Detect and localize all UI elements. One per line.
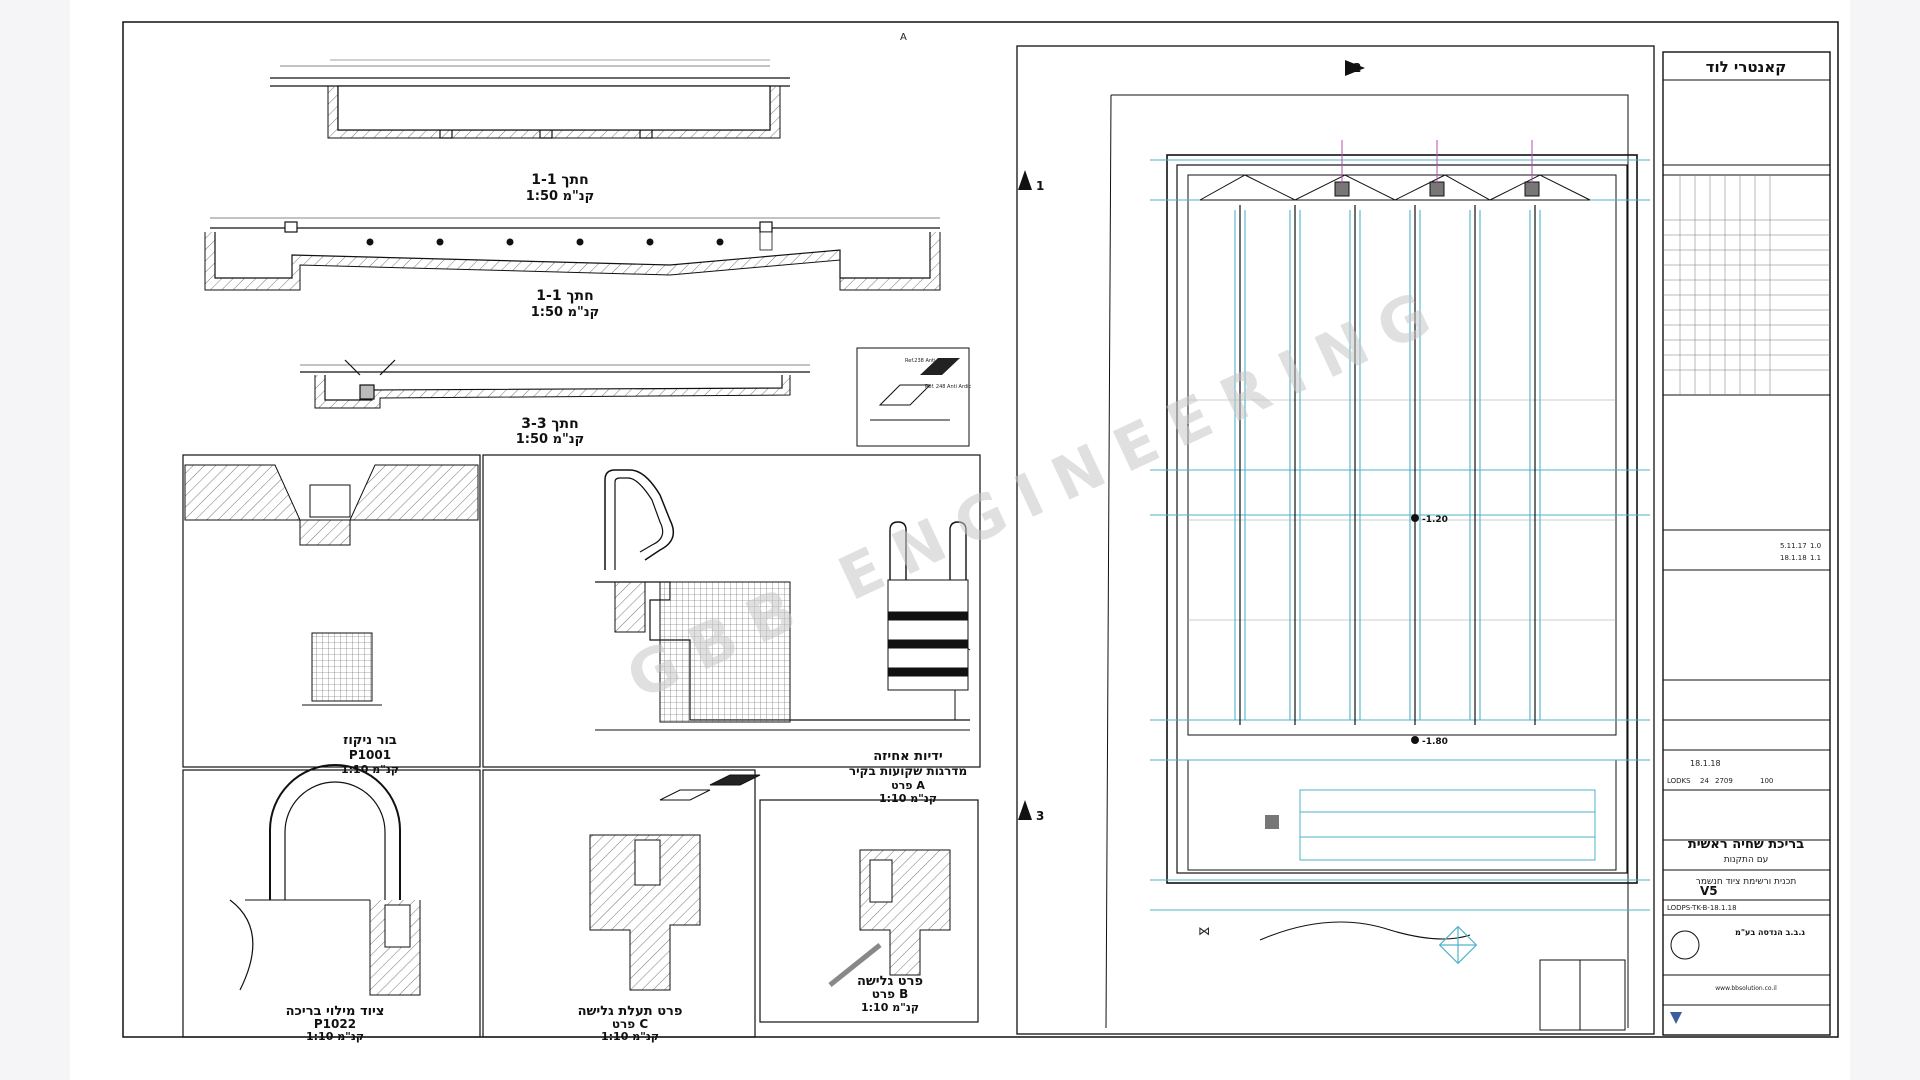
section-3-scale: קנ"מ 1:50 [516,432,585,447]
pipe-scale: קנ"מ 1:10 [306,1030,364,1043]
pipe-detail [229,764,421,996]
detail-drain-frame [182,454,481,768]
drawing-sheet: A חתך 1-1 קנ"מ 1:50 חתך 1-1 קנ"מ 1:50 [70,0,1850,1080]
level-1-text: -1.20 [1422,515,1448,525]
client-name: קאנטרי לוד [1706,58,1787,76]
section-3-drawing [300,359,810,409]
equipment-room [1539,959,1626,1031]
drain-title: בור ניקוז [343,733,397,748]
section-2-jets [366,238,724,246]
stairs-subtitle: מדרגות שקועות בקיר [849,764,967,778]
detail-pipe-frame [182,769,481,1038]
section-1-scale: קנ"מ 1:50 [526,189,595,204]
detail-stairs-frame [482,454,981,768]
lane-markers [1239,205,1536,725]
section-3-title: חתך 3-3 [521,416,578,432]
section-1-title: חתך 1-1 [531,172,588,188]
overflow-code: פרט B [872,987,909,1001]
level-tag-2: -1.80 [1411,736,1448,747]
tile-legend: Ref.238 Anti Ardic Ref. 248 Anti Ardic [856,347,972,447]
gutter-detail [589,774,761,991]
rev-b-date: 18.1.18 [1780,554,1807,562]
section-marker-3: 3 [1018,800,1044,823]
title-block-grid [1663,175,1830,395]
project-name: בריכת שחיה ראשית [1688,837,1804,852]
gutter-scale: קנ"מ 1:10 [601,1030,659,1043]
section-2-drawing [204,217,941,291]
marker-2-label: 2 [1353,61,1361,75]
teaching-pool-block [1265,815,1279,829]
overflow-title: פרט גלישה [857,974,923,989]
code-field: LODKS [1667,777,1691,785]
plan-frame [1016,45,1655,1035]
section-2-scale: קנ"מ 1:50 [531,305,600,320]
curved-wall [1259,921,1471,941]
marker-1-label: 1 [1036,179,1044,193]
stairs-code: פרט A [891,779,925,792]
gutter-code: פרט C [612,1017,648,1031]
gutter-title: פרט תעלת גלישה [578,1004,683,1019]
drawing-svg: A חתך 1-1 קנ"מ 1:50 חתך 1-1 קנ"מ 1:50 [122,21,1839,1043]
main-pool-basin [1187,174,1617,736]
marker-3-label: 3 [1036,809,1044,823]
stairs-detail [595,469,971,731]
level-2-text: -1.80 [1422,737,1448,747]
sheet-frame [122,21,1839,1038]
watermark: GBB ENGINEERING [617,272,1457,713]
tile-ref-1: Ref.238 Anti Ardic [905,358,950,364]
detail-gutter-frame [482,769,756,1038]
plan-grid-lines [1188,399,1616,621]
pipe-code: P1022 [314,1017,356,1031]
level-tag-1: -1.20 [1411,514,1448,525]
company-name: ג.ב.ב הנדסה בע"מ [1735,928,1805,937]
section-marker-1: 1 [1018,170,1044,193]
lane-lines [1234,210,1541,720]
section-1-drawing [270,59,790,139]
company-web: www.bbsolution.co.il [1715,985,1777,992]
stairs-handles [887,521,969,691]
north-arrow-icon [1670,1012,1682,1024]
stairs-title: ידיות אחיזה [873,749,943,764]
tile-ref-2: Ref. 248 Anti Ardic [925,384,972,390]
starting-truss [1199,174,1591,201]
plan-type: תכנית ורשימת ציוד חנשמר [1696,877,1797,887]
overflow-detail [828,849,951,987]
overflow-scale: קנ"מ 1:10 [861,1001,919,1014]
fixture-symbol [1438,925,1478,965]
file-code: LODPS-TK-B-18.1.18 [1667,904,1737,912]
rev-a-no: 1.0 [1810,542,1821,550]
teaching-lanes [1299,789,1596,861]
section-marker-2: 2 [1345,60,1365,76]
drain-detail [184,464,479,706]
title-block [1662,51,1831,1036]
rev-a-date: 5.11.17 [1780,542,1807,550]
magenta-feeds [1341,140,1533,185]
teaching-pool-basin [1187,759,1617,871]
sheet-mark: A [900,32,907,43]
sheet-no-field: 24 [1700,777,1709,785]
valve-symbol: ⋈ [1198,924,1210,938]
issue-date: 18.1.18 [1690,759,1721,768]
stairs-scale: קנ"מ 1:10 [879,792,937,805]
section-2-title: חתך 1-1 [536,288,593,304]
company-logo [1670,930,1700,960]
drain-scale: קנ"מ 1:10 [341,763,399,776]
plan-cyan-lines [1150,159,1650,911]
drain-code: P1001 [349,748,391,762]
plan-boundary-left [1105,94,1112,1029]
scale-field: 100 [1760,777,1773,785]
pool-outer-wall [1166,154,1638,884]
pipe-title: ציוד מילוי בריכה [286,1004,385,1019]
detail-overflow-frame [759,799,979,1023]
version-label: V5 [1700,884,1718,898]
number-field: 2709 [1715,777,1733,785]
project-subtitle: עם התקנות [1724,855,1769,865]
rev-b-no: 1.1 [1810,554,1821,562]
